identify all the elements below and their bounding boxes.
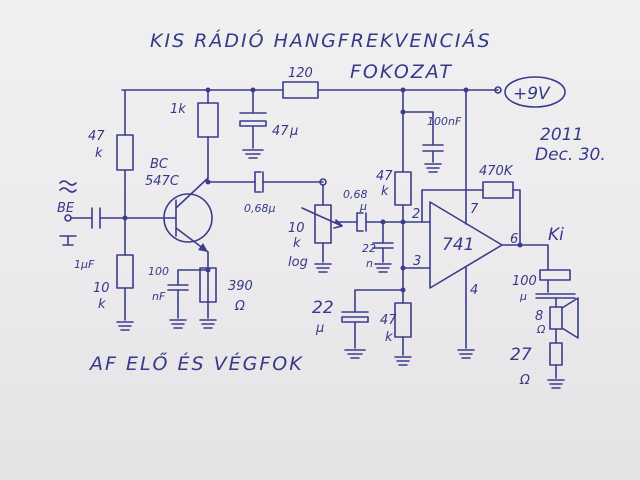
r27-value: 27 [510, 345, 532, 365]
pot-value: 10 [288, 221, 305, 236]
supply-bubble [504, 76, 566, 108]
capacitor-068u [254, 171, 264, 193]
r47b-unit: k [381, 184, 389, 199]
output-stage [535, 269, 579, 389]
rc-label: 1k [170, 102, 186, 117]
resistor-470k [482, 181, 514, 199]
date-day: Dec. 30. [535, 145, 606, 165]
capacitor-22u [341, 311, 369, 323]
r2-unit: k [98, 297, 106, 312]
r47c-value: 47 [380, 313, 397, 328]
resistor-120-label: 120 [288, 66, 313, 81]
resistor-10k-bias [116, 254, 134, 289]
pin-4: 4 [470, 283, 478, 298]
supply-rail [121, 76, 566, 108]
pin-2: 2 [412, 207, 420, 222]
resistor-47k-bias [116, 134, 134, 171]
opamp-label: 741 [442, 235, 474, 255]
capacitor-100u-out [539, 269, 571, 281]
c22-value: 22 [312, 298, 334, 318]
capacitor-1uF [91, 207, 101, 229]
resistor-47k-lower [394, 302, 412, 338]
title-line-1: KIS RÁDIÓ HANGFREKVENCIÁS [150, 28, 492, 52]
r1-value: 47 [88, 129, 105, 144]
transistor-stage [156, 89, 327, 329]
pin-6: 6 [510, 232, 518, 247]
r47c-unit: k [385, 330, 393, 345]
capacitor-47u [239, 89, 267, 149]
r27-unit: Ω [519, 373, 530, 388]
transistor-label-1: BC [150, 157, 169, 172]
input-label: BE [57, 201, 75, 216]
capacitor-068u-b [356, 212, 367, 232]
c-out-value: 100 [512, 274, 537, 289]
output-label: Ki [548, 225, 564, 245]
pin-3: 3 [413, 254, 421, 269]
c-068b-unit: μ [359, 200, 367, 213]
c-068b-value: 0,68 [343, 188, 368, 201]
potentiometer-10k-log [314, 204, 332, 244]
c-out-unit: μ [519, 290, 527, 303]
r1-unit: k [95, 146, 103, 161]
caption: AF ELŐ ÉS VÉGFOK [88, 351, 304, 375]
title-line-2: FOKOZAT [350, 61, 453, 83]
r2-value: 10 [93, 281, 110, 296]
speaker-icon [561, 297, 579, 339]
pot-type: log [288, 255, 308, 270]
c-couple-label: 0,68μ [244, 202, 276, 215]
capacitor-22n [372, 221, 394, 273]
c-22n-value: 22 [362, 242, 376, 255]
re-unit: Ω [234, 299, 245, 314]
volume-pot [301, 184, 358, 273]
opamp-input-network [341, 89, 444, 366]
c-em-value: 100 [148, 265, 169, 278]
c-dec-value: 47 [272, 124, 289, 139]
input-stage [59, 180, 158, 246]
c-in-label: 1μF [74, 258, 95, 271]
resistor-27ohm [549, 342, 563, 366]
rf-label: 470K [479, 164, 514, 179]
ground-icon [116, 321, 134, 331]
resistor-1k-collector [197, 102, 219, 138]
resistor-47k-upper [394, 171, 412, 206]
bias-divider [116, 89, 134, 331]
speaker-unit: Ω [536, 323, 546, 336]
capacitor-100nF-supply [422, 144, 444, 152]
r47b-value: 47 [376, 169, 393, 184]
c-em-unit: nF [152, 290, 166, 303]
c-100n-label: 100nF [427, 115, 462, 128]
transistor-label-2: 547C [145, 174, 180, 189]
speaker-8ohm [549, 306, 563, 330]
speaker-value: 8 [535, 309, 543, 324]
supply-label: +9V [513, 84, 551, 104]
c-dec-unit: μ [289, 124, 298, 139]
resistor-120 [282, 81, 319, 99]
date-year: 2011 [540, 125, 583, 145]
opamp-741 [421, 87, 549, 359]
emitter-arrow-icon [198, 243, 208, 252]
ac-signal-icon [59, 180, 77, 193]
pot-unit: k [293, 236, 301, 251]
input-ground-icon [59, 235, 77, 246]
re-value: 390 [228, 279, 253, 294]
c-22n-unit: n [366, 257, 373, 270]
c22-unit: μ [315, 321, 324, 336]
ground-icon-47u [242, 149, 264, 159]
pin-7: 7 [470, 202, 479, 217]
